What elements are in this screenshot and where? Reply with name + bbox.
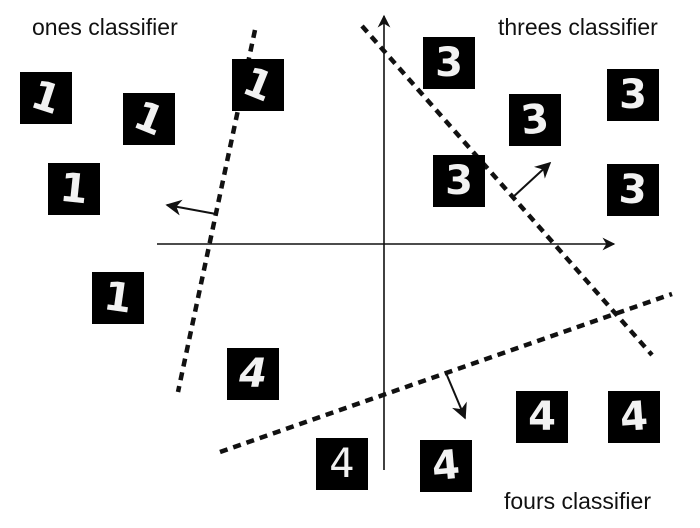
threes-normal-arrow-icon [511,161,552,199]
digit-four-glyph: 4 [430,441,462,491]
digit-three-tile: 3 [509,94,561,146]
digit-four-glyph: 4 [528,394,556,440]
digit-one-tile: 1 [123,92,175,146]
digit-three-glyph: 3 [518,95,552,145]
fours-normal-arrow-icon [445,372,467,420]
digit-three-tile: 3 [433,155,485,207]
digit-four-tile: 4 [608,391,660,443]
threes-classifier-label: threes classifier [498,14,658,40]
digit-one-tile: 1 [232,58,284,112]
digit-three-tile: 3 [607,69,659,121]
digit-four-glyph: 4 [239,351,267,397]
digit-one-tile: 1 [20,72,72,124]
ones-classifier-label: ones classifier [32,14,178,40]
digit-four-tile: 4 [227,348,279,400]
digit-four-tile: 4 [516,391,568,443]
digit-one-glyph: 1 [57,164,91,214]
digit-one-glyph: 1 [101,273,135,323]
threes-classifier-boundary-dashed-line [360,24,654,357]
digit-three-glyph: 3 [435,40,463,86]
digit-one-glyph: 1 [236,58,280,112]
digit-three-tile: 3 [423,37,475,89]
digit-four-tile: 4 [316,438,368,490]
digit-four-glyph: 4 [618,393,650,441]
digit-three-tile: 3 [607,164,659,216]
ones-normal-arrow-icon [165,199,217,216]
digit-three-glyph: 3 [619,72,647,118]
digit-three-glyph: 3 [445,158,473,204]
digit-four-glyph: 4 [329,441,355,487]
digit-one-glyph: 1 [127,92,171,146]
digit-three-glyph: 3 [617,166,649,214]
digit-four-tile: 4 [420,440,472,492]
digit-one-glyph: 1 [25,71,67,125]
fours-classifier-label: fours classifier [504,488,651,514]
digit-one-tile: 1 [48,163,100,215]
digit-one-tile: 1 [92,272,144,324]
